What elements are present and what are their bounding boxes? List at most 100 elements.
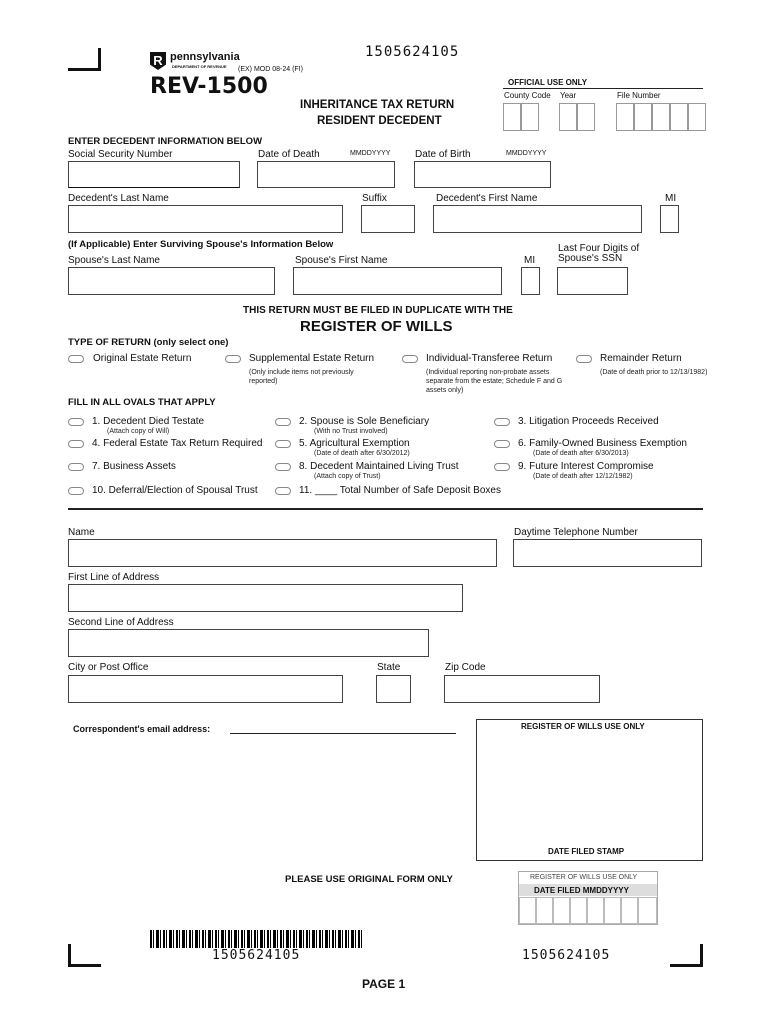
- litigation-proceeds-oval[interactable]: [494, 418, 510, 426]
- corner-mark-bottom-right: [670, 944, 703, 967]
- agricultural-exemption-oval[interactable]: [275, 440, 291, 448]
- zip-label: Zip Code: [445, 662, 486, 673]
- spousal-trust-label: 10. Deferral/Election of Spousal Trust: [92, 485, 258, 496]
- spouse-ssn-label-1: Last Four Digits of: [558, 243, 640, 254]
- business-assets-oval[interactable]: [68, 463, 84, 471]
- family-business-exemption-oval[interactable]: [494, 440, 510, 448]
- supplemental-estate-oval[interactable]: [225, 355, 241, 363]
- decedent-first-name-label: Decedent's First Name: [436, 193, 538, 204]
- litigation-proceeds-label: 3. Litigation Proceeds Received: [518, 416, 659, 427]
- spouse-sole-beneficiary-oval[interactable]: [275, 418, 291, 426]
- spouse-ssn-label-2: Spouse's SSN: [558, 253, 623, 264]
- living-trust-oval[interactable]: [275, 463, 291, 471]
- future-interest-note: (Date of death after 12/12/1982): [533, 473, 633, 480]
- state-label: State: [377, 662, 401, 673]
- register-use-title: REGISTER OF WILLS USE ONLY: [521, 722, 645, 731]
- ovals-title: FILL IN ALL OVALS THAT APPLY: [68, 397, 216, 408]
- date-of-birth-field[interactable]: [414, 161, 551, 188]
- decedent-testate-note: (Attach copy of Will): [107, 428, 170, 435]
- state-name: pennsylvania: [170, 51, 240, 63]
- email-field[interactable]: [230, 733, 456, 734]
- decedent-last-name-field[interactable]: [68, 205, 343, 233]
- file-number-label: File Number: [617, 91, 661, 100]
- future-interest-oval[interactable]: [494, 463, 510, 471]
- ssn-label: Social Security Number: [68, 149, 173, 160]
- remainder-return-oval[interactable]: [576, 355, 592, 363]
- address1-label: First Line of Address: [68, 572, 160, 583]
- family-business-exemption-label: 6. Family-Owned Business Exemption: [518, 438, 687, 449]
- individual-transferee-oval[interactable]: [402, 355, 418, 363]
- page-number: PAGE 1: [362, 977, 406, 991]
- file-number-cells: [616, 103, 706, 131]
- barcode: [150, 930, 362, 948]
- year-label: Year: [560, 91, 577, 100]
- date-filed-mmddyyyy: DATE FILED MMDDYYYY: [534, 886, 629, 895]
- state-field[interactable]: [376, 675, 411, 703]
- spousal-trust-oval[interactable]: [68, 487, 84, 495]
- county-code-label: County Code: [504, 91, 551, 100]
- family-business-exemption-note: (Date of death after 6/30/2013): [533, 450, 629, 457]
- remainder-return-note: (Date of death prior to 12/13/1982): [600, 369, 708, 376]
- city-field[interactable]: [68, 675, 343, 703]
- date-filed-stamp-label: DATE FILED STAMP: [548, 847, 625, 856]
- spouse-first-name-label: Spouse's First Name: [295, 255, 388, 266]
- date-filed-small-title: REGISTER OF WILLS USE ONLY: [530, 874, 638, 881]
- phone-field[interactable]: [513, 539, 702, 567]
- form-id-top: 1505624105: [365, 44, 460, 60]
- spouse-ssn-field[interactable]: [557, 267, 628, 295]
- suffix-field[interactable]: [361, 205, 415, 233]
- phone-label: Daytime Telephone Number: [514, 527, 638, 538]
- county-code-cells: [503, 103, 539, 131]
- supplemental-estate-note: (Only include items not previously repor…: [249, 369, 354, 385]
- spouse-last-name-field[interactable]: [68, 267, 275, 295]
- individual-transferee-note: (Individual reporting non-probate assets…: [426, 369, 563, 394]
- corner-mark-top-left: [68, 48, 101, 71]
- date-filed-header-bar: [519, 884, 657, 896]
- decedent-first-name-field[interactable]: [433, 205, 642, 233]
- form-title-line1: INHERITANCE TAX RETURN: [300, 99, 455, 111]
- individual-transferee-label: Individual-Transferee Return: [426, 353, 553, 364]
- decedent-testate-label: 1. Decedent Died Testate: [92, 416, 205, 427]
- spouse-mi-label: MI: [524, 255, 536, 266]
- official-use-rule: [503, 88, 703, 89]
- decedent-section-title: ENTER DECEDENT INFORMATION BELOW: [68, 136, 263, 147]
- dob-label: Date of Birth: [415, 149, 471, 160]
- safe-deposit-label: 11. ____ Total Number of Safe Deposit Bo…: [299, 485, 501, 496]
- dod-format: MMDDYYYY: [350, 150, 391, 157]
- form-number: REV-1500: [150, 74, 268, 99]
- email-label: Correspondent's email address:: [73, 724, 211, 734]
- supplemental-estate-label: Supplemental Estate Return: [249, 353, 375, 364]
- dept-name: DEPARTMENT OF REVENUE: [172, 64, 227, 69]
- federal-estate-tax-oval[interactable]: [68, 440, 84, 448]
- date-filed-cells: [519, 897, 657, 924]
- original-estate-label: Original Estate Return: [93, 353, 192, 364]
- original-estate-oval[interactable]: [68, 355, 84, 363]
- living-trust-label: 8. Decedent Maintained Living Trust: [299, 461, 459, 472]
- zip-field[interactable]: [444, 675, 600, 703]
- barcode-number: 1505624105: [212, 948, 301, 963]
- dob-format: MMDDYYYY: [506, 150, 547, 157]
- register-of-wills-heading: REGISTER OF WILLS: [300, 318, 453, 335]
- pa-keystone-logo: R: [150, 52, 166, 70]
- section-divider: [68, 508, 703, 510]
- year-cells: [559, 103, 595, 131]
- safe-deposit-oval[interactable]: [275, 487, 291, 495]
- address1-field[interactable]: [68, 584, 463, 612]
- suffix-label: Suffix: [362, 193, 387, 204]
- remainder-return-label: Remainder Return: [600, 353, 682, 364]
- decedent-mi-field[interactable]: [660, 205, 679, 233]
- correspondent-name-field[interactable]: [68, 539, 497, 567]
- decedent-mi-label: MI: [665, 193, 677, 204]
- corner-mark-bottom-left: [68, 944, 101, 967]
- spouse-first-name-field[interactable]: [293, 267, 502, 295]
- revision-code: (EX) MOD 08-24 (FI): [238, 66, 303, 73]
- spouse-mi-field[interactable]: [521, 267, 540, 295]
- ssn-field[interactable]: [68, 161, 240, 188]
- correspondent-name-label: Name: [68, 527, 95, 538]
- date-of-death-field[interactable]: [257, 161, 395, 188]
- decedent-testate-oval[interactable]: [68, 418, 84, 426]
- address2-field[interactable]: [68, 629, 429, 657]
- dod-label: Date of Death: [258, 149, 320, 160]
- city-label: City or Post Office: [68, 662, 149, 673]
- register-use-box: [476, 719, 703, 861]
